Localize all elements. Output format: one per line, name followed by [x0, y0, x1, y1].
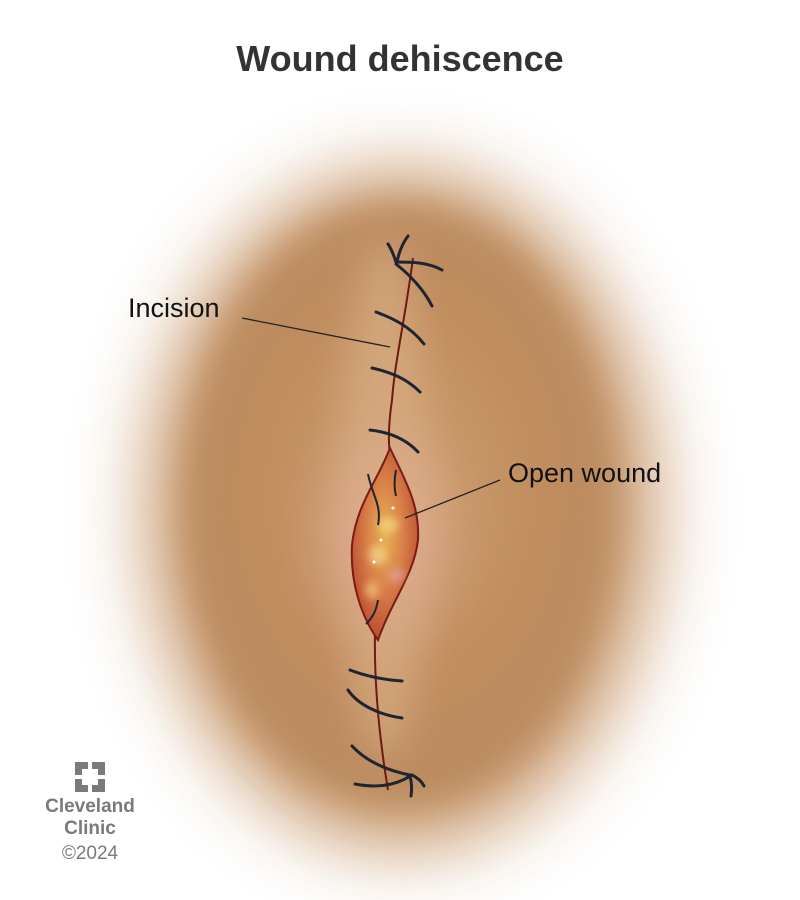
copyright-text: ©2024: [61, 843, 119, 864]
logo-name-line1: Cleveland: [45, 796, 135, 817]
incision-leader-line: [241, 317, 391, 348]
incision-line: [373, 257, 414, 791]
page-title: Wound dehiscence: [236, 38, 564, 79]
sutures: [346, 234, 444, 798]
open-wound-leader-line: [404, 479, 501, 519]
open-wound-label: Open wound: [508, 458, 662, 488]
open-wound: [350, 445, 420, 643]
logo-name-line2: Clinic: [64, 818, 116, 839]
cleveland-clinic-logo-icon: [75, 762, 105, 792]
incision-label: Incision: [128, 293, 220, 323]
cleveland-clinic-logo: Cleveland Clinic ©2024: [40, 762, 140, 866]
